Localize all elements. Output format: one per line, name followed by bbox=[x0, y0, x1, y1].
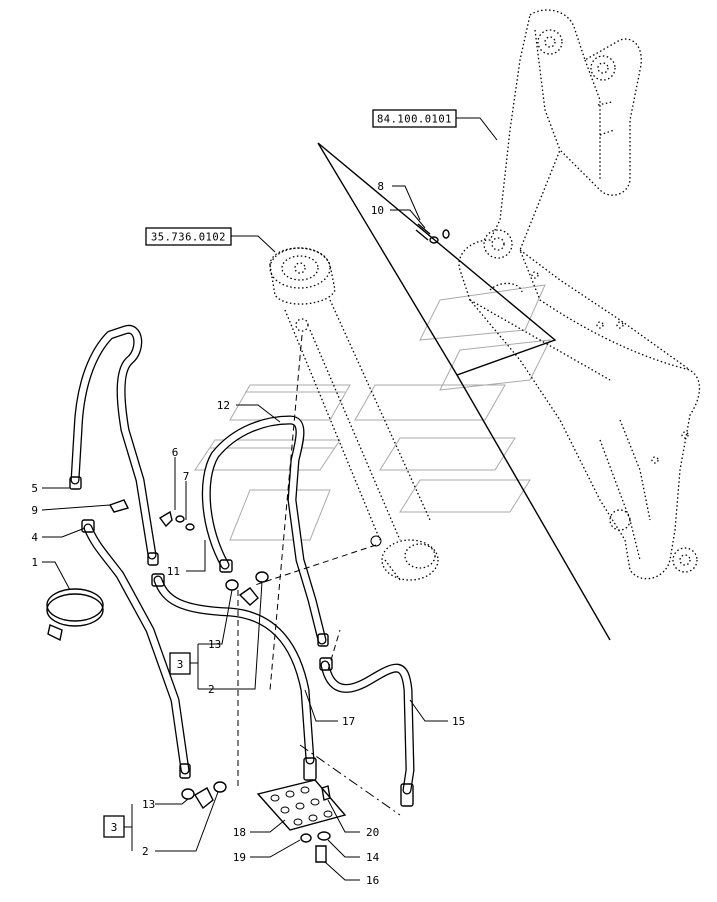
cylinder-reference-label: 35.736.0102 bbox=[151, 232, 226, 244]
callout-2-upper: 2 bbox=[208, 683, 215, 696]
callout-10: 10 bbox=[371, 204, 384, 217]
callout-11: 11 bbox=[167, 565, 180, 578]
kit-reference-upper-label: 3 bbox=[177, 658, 184, 671]
loader-boom bbox=[458, 9, 701, 580]
callout-6: 6 bbox=[172, 446, 179, 459]
callout-17: 17 bbox=[342, 715, 355, 728]
fittings bbox=[69, 476, 414, 810]
callout-14: 14 bbox=[366, 851, 380, 864]
hoses bbox=[70, 324, 415, 795]
callout-9: 9 bbox=[31, 504, 38, 517]
kit-reference-lower[interactable]: 3 bbox=[103, 815, 125, 838]
callout-8: 8 bbox=[377, 180, 384, 193]
callout-12: 12 bbox=[217, 399, 230, 412]
callout-numbers: 8 10 12 6 7 11 5 9 4 1 13 2 17 15 13 2 1… bbox=[31, 180, 465, 887]
callout-2-lower: 2 bbox=[142, 845, 149, 858]
callout-16: 16 bbox=[366, 874, 379, 887]
section-line-lower bbox=[456, 374, 611, 641]
hose-clamp bbox=[46, 588, 104, 642]
pin-and-washer bbox=[415, 223, 450, 244]
lift-cylinder bbox=[269, 247, 439, 581]
kit-reference-lower-label: 3 bbox=[111, 821, 118, 834]
callout-7: 7 bbox=[183, 470, 190, 483]
callout-5: 5 bbox=[31, 482, 38, 495]
callout-1: 1 bbox=[31, 556, 38, 569]
callout-leaders bbox=[41, 117, 498, 881]
cylinder-reference[interactable]: 35.736.0102 bbox=[145, 227, 232, 246]
kit-reference-upper[interactable]: 3 bbox=[169, 652, 191, 675]
callout-18: 18 bbox=[233, 826, 246, 839]
callout-15: 15 bbox=[452, 715, 465, 728]
boom-reference[interactable]: 84.100.0101 bbox=[372, 109, 457, 128]
dashed-leaders bbox=[237, 334, 401, 816]
callout-13-upper: 13 bbox=[208, 638, 221, 651]
callout-13-lower: 13 bbox=[142, 798, 155, 811]
watermark-logo bbox=[194, 284, 551, 541]
callout-20: 20 bbox=[366, 826, 379, 839]
section-line bbox=[317, 142, 557, 376]
callout-19: 19 bbox=[233, 851, 246, 864]
callout-4: 4 bbox=[31, 531, 38, 544]
boom-reference-label: 84.100.0101 bbox=[377, 114, 452, 126]
manifold-plate bbox=[256, 779, 347, 863]
